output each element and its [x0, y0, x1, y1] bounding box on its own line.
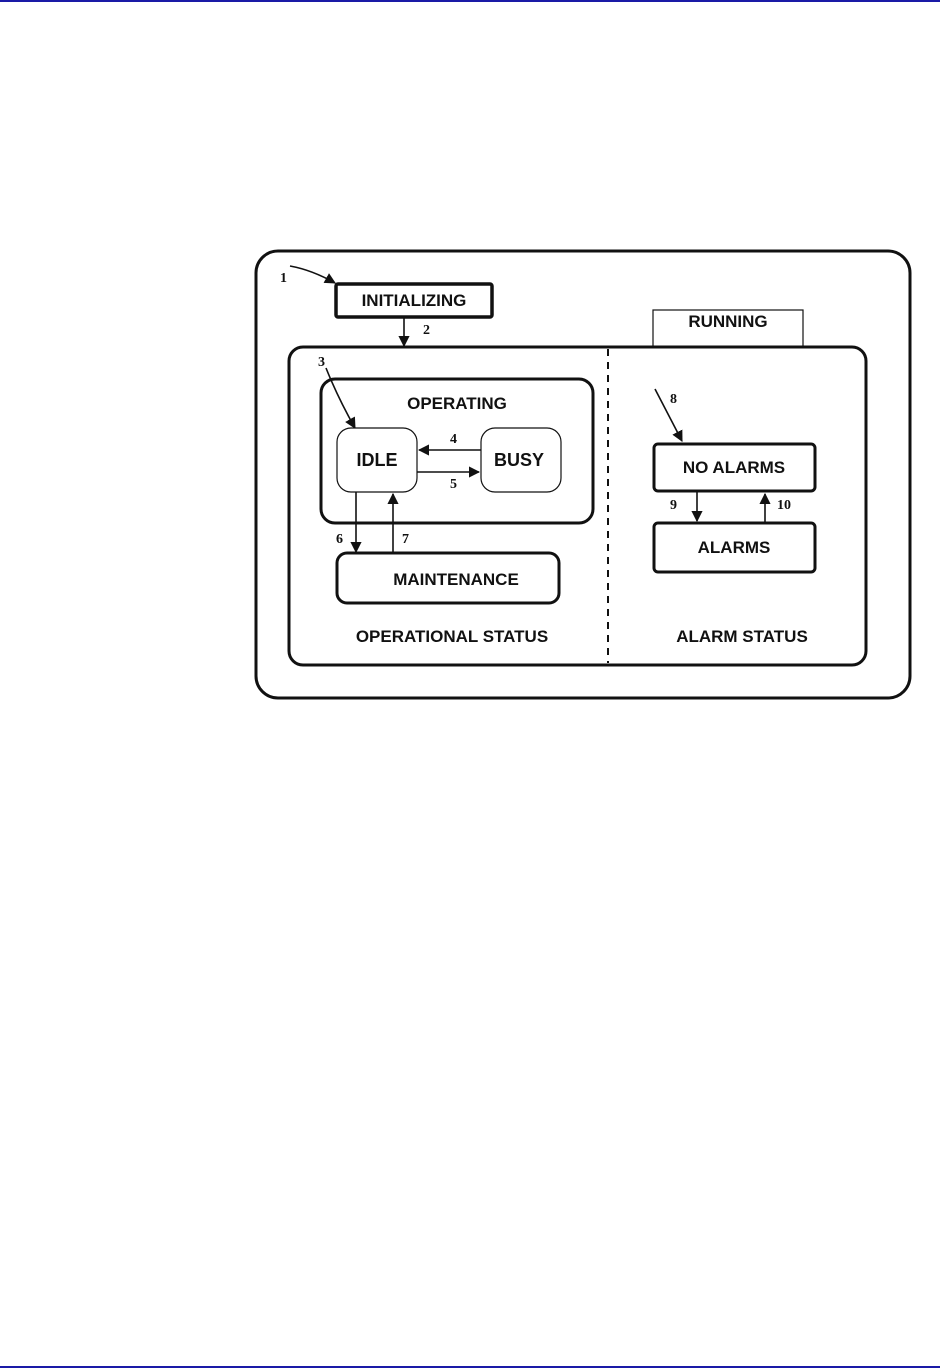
alarm-status-label: ALARM STATUS: [676, 627, 808, 646]
transition-1-label: 1: [280, 271, 287, 286]
busy-label: BUSY: [494, 450, 544, 470]
operating-label: OPERATING: [407, 394, 507, 413]
transition-4-label: 4: [450, 432, 457, 447]
idle-label: IDLE: [356, 450, 397, 470]
initializing-label: INITIALIZING: [362, 291, 467, 310]
transition-9-label: 9: [670, 498, 677, 513]
running-label: RUNNING: [688, 312, 767, 331]
no-alarms-label: NO ALARMS: [683, 458, 785, 477]
operational-status-label: OPERATIONAL STATUS: [356, 627, 548, 646]
transition-2-label: 2: [423, 323, 430, 338]
transition-3-label: 3: [318, 355, 325, 370]
transition-5-label: 5: [450, 477, 457, 492]
alarms-label: ALARMS: [698, 538, 771, 557]
transition-8-label: 8: [670, 392, 677, 407]
transition-10-label: 10: [777, 498, 791, 513]
transition-6-label: 6: [336, 532, 343, 547]
maintenance-label: MAINTENANCE: [393, 570, 519, 589]
transition-7-label: 7: [402, 532, 409, 547]
